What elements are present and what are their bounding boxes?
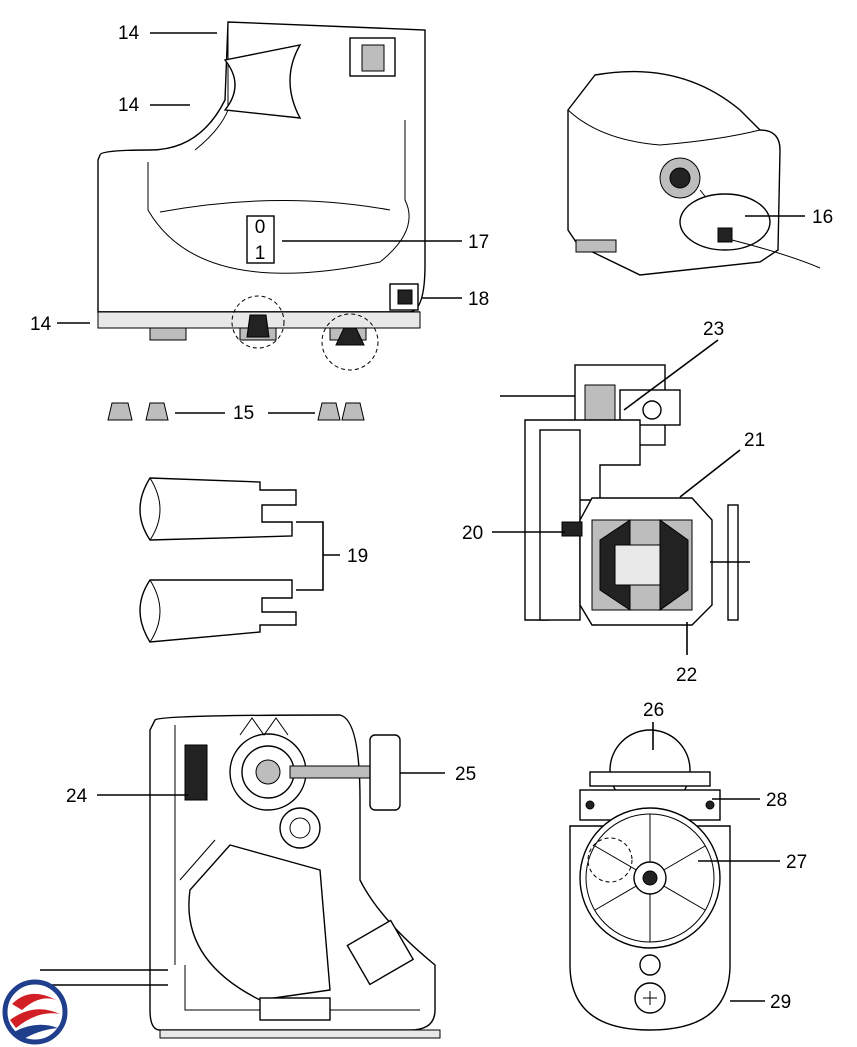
callout-24: 24 [66, 786, 88, 807]
callout-21: 21 [744, 430, 765, 451]
appliance-perspective [567, 70, 821, 276]
power-switch[interactable] [246, 215, 275, 264]
callout-14-top: 14 [118, 23, 140, 44]
callout-labels: 14 14 14 15 16 17 18 19 20 21 22 23 24 2… [30, 23, 833, 1013]
callout-27: 27 [786, 852, 807, 873]
callout-28: 28 [766, 790, 787, 811]
callout-23: 23 [703, 319, 724, 340]
housing-side-view: 0 1 [97, 21, 426, 371]
callout-18: 18 [468, 289, 489, 310]
callout-16: 16 [812, 207, 833, 228]
gearbox-cover [569, 729, 731, 1031]
red-blue-swirl-logo-icon [2, 979, 68, 1045]
leader-lines [57, 32, 805, 1002]
callout-22: 22 [676, 665, 697, 686]
callout-14-middle: 14 [118, 95, 140, 116]
callout-14-bottom: 14 [30, 314, 52, 335]
callout-17: 17 [468, 232, 489, 253]
callout-19: 19 [347, 546, 368, 567]
switch-off-mark: 0 [255, 217, 266, 238]
callout-26: 26 [643, 700, 664, 721]
switch-on-mark: 1 [255, 243, 266, 264]
motor-gear-assembly [500, 364, 750, 626]
cutaway-housing [40, 714, 441, 1039]
callout-29: 29 [770, 992, 791, 1013]
callout-15: 15 [233, 403, 254, 424]
cable-storage-shells [139, 477, 297, 643]
rubber-feet [107, 402, 365, 421]
callout-25: 25 [455, 764, 476, 785]
callout-20: 20 [462, 523, 483, 544]
